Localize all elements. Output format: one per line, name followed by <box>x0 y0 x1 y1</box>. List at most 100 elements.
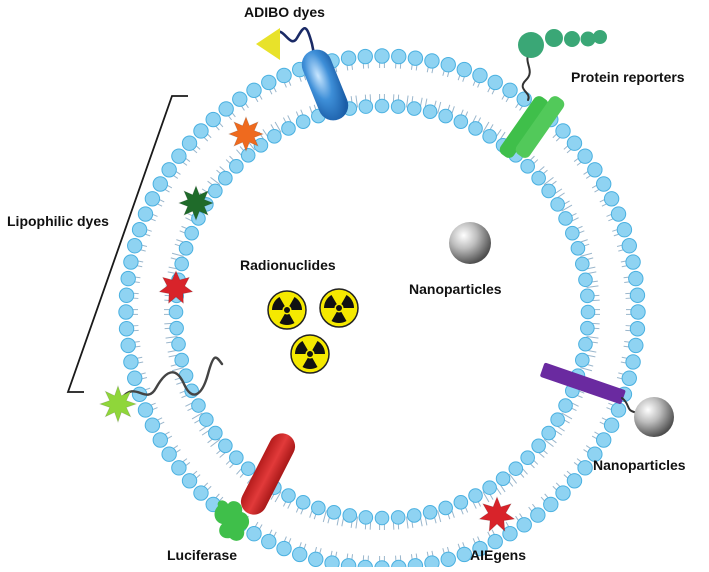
lipid-tail-inner <box>191 412 203 420</box>
adibo-dye-triangle-icon <box>256 28 280 60</box>
lipid-heads <box>118 48 646 572</box>
lipid-head-outer <box>407 558 424 572</box>
lipid-tail-inner <box>580 367 593 372</box>
radiation-blade <box>289 297 302 310</box>
lipid-head-outer <box>137 206 154 222</box>
lipid-head-outer <box>487 74 503 91</box>
lipid-head-inner <box>580 304 596 320</box>
lipid-head-inner <box>184 225 199 241</box>
adibo-membrane-protein <box>301 49 349 121</box>
lipid-head-outer <box>246 82 262 98</box>
lipid-tail-inner <box>322 510 327 523</box>
lipid-head-outer <box>232 91 248 107</box>
label-adibo-dyes: ADIBO dyes <box>244 4 325 20</box>
lipid-head-outer <box>127 370 143 386</box>
lipid-head-outer <box>456 546 472 563</box>
lipid-head-outer <box>555 485 571 501</box>
lipid-head-outer <box>171 148 187 164</box>
lipid-head-outer <box>502 526 518 542</box>
lipid-tail-inner <box>355 95 358 108</box>
lipid-head-outer <box>118 321 135 337</box>
lipid-head-outer <box>630 304 646 320</box>
label-lipophilic-dyes: Lipophilic dyes <box>7 213 109 229</box>
lipid-head-inner <box>406 101 422 116</box>
lipid-head-outer <box>324 555 340 571</box>
lipid-head-inner <box>326 505 342 520</box>
lipid-head-outer <box>137 402 154 418</box>
lipid-head-outer <box>543 496 559 513</box>
lipophilic-bracket <box>66 95 188 393</box>
lipid-tail-inner <box>508 473 518 484</box>
protein-reporter-bead-1 <box>518 32 544 58</box>
lipid-head-inner <box>191 398 206 413</box>
label-protein-reporters: Protein reporters <box>571 69 685 85</box>
radiation-blade <box>279 313 295 326</box>
lipid-head-inner <box>468 121 483 136</box>
radionuclide-1-radiation-icon <box>267 290 307 330</box>
lipid-head-inner <box>520 450 535 465</box>
lipid-head-inner <box>281 121 296 136</box>
lipid-head-inner <box>422 104 438 119</box>
lipid-head-inner <box>495 471 511 486</box>
lipid-head-outer <box>577 460 593 476</box>
lipid-tail-inner <box>210 176 221 186</box>
lipid-head-inner <box>199 412 214 427</box>
lipid-bilayer-membrane <box>118 48 646 572</box>
nanoparticle-inner-sphere-icon <box>449 222 491 264</box>
protein-reporter-bead-4 <box>580 31 596 47</box>
lipid-head-inner <box>358 510 374 525</box>
lipid-head-outer <box>424 53 440 69</box>
lipid-head-inner <box>580 288 595 304</box>
lipid-head-inner <box>508 461 524 476</box>
lipid-head-inner <box>453 114 469 129</box>
lipid-head-inner <box>570 241 586 256</box>
lipid-head-outer <box>193 123 209 139</box>
lipid-head-outer <box>123 254 139 270</box>
lipid-head-inner <box>580 320 595 336</box>
lipid-head-inner <box>453 495 469 510</box>
lipid-tail-inner <box>482 121 490 133</box>
lipid-head-inner <box>565 225 580 241</box>
lipid-head-outer <box>152 432 168 448</box>
lipid-head-outer <box>566 135 583 151</box>
radiation-blade <box>272 297 285 310</box>
radiation-blade <box>302 357 318 370</box>
lipophilic-dye-red-star-icon <box>158 270 194 305</box>
adibo-tether <box>273 26 318 66</box>
lipid-head-outer <box>218 101 234 117</box>
label-radionuclides: Radionuclides <box>240 257 336 273</box>
lipid-head-outer <box>629 287 646 303</box>
lipid-tail-inner <box>580 252 593 257</box>
lipid-head-inner <box>218 438 233 454</box>
aiegen-red-star-icon <box>478 495 516 533</box>
lipid-head-inner <box>520 159 535 174</box>
luciferase-green-blob-icon <box>214 500 250 541</box>
lipid-head-outer <box>292 546 308 563</box>
lipid-head-outer <box>472 540 488 557</box>
lipid-head-inner <box>390 510 406 525</box>
lipid-head-inner <box>218 170 233 186</box>
lipid-head-inner <box>358 99 374 114</box>
lipid-head-inner <box>208 183 223 199</box>
label-nanoparticles-outer: Nanoparticles <box>593 457 686 473</box>
lipid-head-outer <box>391 559 407 572</box>
lipid-head-inner <box>550 197 565 212</box>
protein-channel-left <box>499 96 549 158</box>
lipid-head-outer <box>340 558 357 572</box>
lipid-head-outer <box>246 526 262 542</box>
lipid-head-outer <box>374 48 390 64</box>
lipid-head-outer <box>625 354 641 370</box>
lipid-head-inner <box>550 412 565 427</box>
lipid-head-outer <box>193 485 209 501</box>
lipid-tail-inner <box>437 101 442 114</box>
lipid-head-inner <box>342 508 358 523</box>
label-aiegens: AIEgens <box>470 547 527 563</box>
lipid-head-inner <box>253 138 269 153</box>
lipid-head-outer <box>161 446 177 462</box>
lipid-head-outer <box>587 162 603 178</box>
lipid-head-inner <box>482 480 497 495</box>
lipid-head-outer <box>577 148 593 164</box>
lipophilic-dye-lightgreen-star-icon <box>98 384 138 424</box>
